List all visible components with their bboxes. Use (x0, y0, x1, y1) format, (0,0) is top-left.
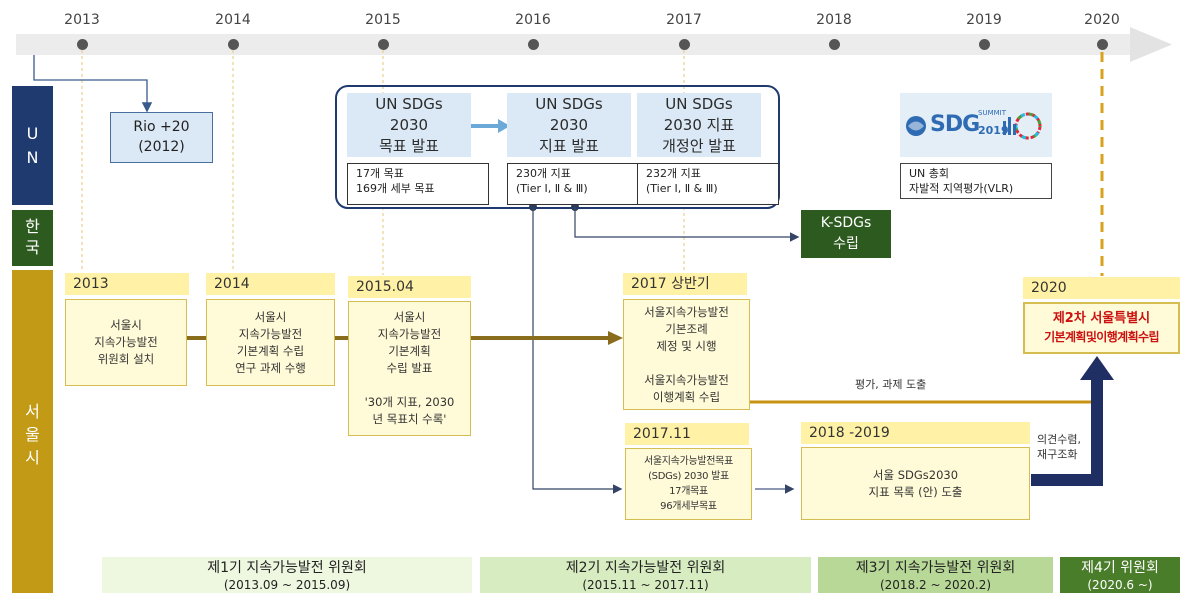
sdg-summit-logo: SDG SUMMIT 2019 (900, 93, 1052, 157)
rio-year: (2012) (138, 139, 185, 155)
sdg-block-title: UN SDGs (375, 94, 443, 113)
phase-title: 제1기 지속가능발전 위원회 (207, 560, 367, 576)
year-guides (81, 50, 685, 275)
seoul-2014-badge: 2014 (206, 273, 335, 295)
sidebar-seoul-label: 서 울 시 (25, 402, 40, 468)
seoul-2013-box: 서울시 지속가능발전 위원회 설치 (65, 299, 187, 386)
sidebar-korea: 한 국 (12, 210, 53, 266)
seoul-2018-box: 서울 SDGs2030 지표 목록 (안) 도출 (801, 447, 1030, 520)
opinion-label: 의견수렴, 재구조화 (1037, 433, 1081, 461)
rio-connector-arrow (33, 55, 153, 113)
phase-title: 제3기 지속가능발전 위원회 (855, 560, 1016, 576)
sdg-summit-logo-year: 2019 (978, 124, 1009, 137)
sdg-summit-logo-small: SUMMIT (978, 109, 1006, 117)
seoul-2013-badge: 2013 (65, 273, 189, 295)
timeline-dot (76, 39, 88, 50)
phase-period: (2020.6 ~) (1087, 578, 1153, 592)
sdg-block-goals-detail: 17개 목표 169개 세부 목표 (347, 163, 489, 205)
seoul-2015-badge: 2015.04 (348, 276, 471, 298)
seoul-2018-badge: 2018 -2019 (801, 422, 1030, 444)
phase-period: (2015.11 ~ 2017.11) (582, 578, 709, 592)
year-label: 2020 (1084, 12, 1120, 28)
phase-2: 제2기 지속가능발전 위원회 (2015.11 ~ 2017.11) (480, 557, 811, 593)
sdg-block-revision: UN SDGs 2030 지표 개정안 발표 (637, 93, 761, 157)
seoul-2014-box: 서울시 지속가능발전 기본계획 수립 연구 과제 수행 (206, 299, 335, 386)
un-sdg-group-frame (335, 85, 780, 209)
sdg-block-year: 2030 지표 (663, 115, 735, 134)
phase-title: 제4기 위원회 (1081, 560, 1159, 576)
sdg-block-title: UN SDGs (665, 94, 733, 113)
rio-title: Rio +20 (133, 119, 190, 135)
year-label: 2013 (64, 12, 100, 28)
seoul-2020-badge: 2020 (1023, 277, 1180, 299)
year-label: 2017 (666, 12, 702, 28)
sidebar-seoul: 서 울 시 (12, 270, 53, 593)
sdg-block-indicators-detail: 230개 지표 (Tier Ⅰ, Ⅱ & Ⅲ) (507, 163, 649, 205)
sidebar-un-label: U N (26, 123, 39, 167)
sdg-block-caption: 개정안 발표 (662, 136, 736, 155)
vlr-box: UN 총회 자발적 지역평가(VLR) (900, 163, 1052, 199)
sdg-progress-arrowhead (498, 119, 510, 133)
year-label: 2014 (215, 12, 251, 28)
ksdgs-connector-arrow (574, 207, 800, 242)
year-label: 2016 (515, 12, 551, 28)
year-label: 2019 (966, 12, 1002, 28)
sidebar-korea-label: 한 국 (25, 217, 40, 257)
timeline-dot (527, 39, 539, 50)
navy-flow-line (1031, 378, 1103, 486)
sdg-summit-logo-text: SDG (930, 112, 980, 137)
phase-4: 제4기 위원회 (2020.6 ~) (1060, 557, 1180, 593)
sdg-block-caption: 지표 발표 (539, 136, 599, 155)
sdg-block-indicators: UN SDGs 2030 지표 발표 (507, 93, 631, 157)
navy-arrowhead (1080, 356, 1114, 380)
seoul-2017h1-badge: 2017 상반기 (623, 273, 747, 295)
timeline-dot (828, 39, 840, 50)
seoul-sdgs-connector-arrow (532, 207, 623, 494)
sidebar-un: U N (12, 86, 53, 205)
phase-title: 제2기 지속가능발전 위원회 (565, 560, 726, 576)
sdg-block-year: 2030 (389, 115, 429, 134)
seoul-2020-line1: 제2차 서울특별시 (1052, 311, 1151, 326)
timeline-dot (377, 39, 389, 50)
timeline-arrowhead (1130, 27, 1172, 62)
year-label: 2015 (365, 12, 401, 28)
seoul-2017-11-box: 서울지속가능발전목표 (SDGs) 2030 발표 17개목표 96개세부목표 (625, 448, 752, 520)
evaluation-label: 평가, 과제 도출 (855, 378, 927, 391)
seoul-2020-box: 제2차 서울특별시 기본계획및이행계획수립 (1023, 302, 1180, 354)
phase-period: (2013.09 ~ 2015.09) (223, 578, 351, 592)
ksdgs-box: K-SDGs 수립 (801, 210, 891, 258)
sdg-summit-logo-graphic (906, 112, 1042, 140)
sdg-block-caption: 목표 발표 (379, 136, 439, 155)
seoul-2015-box: 서울시 지속가능발전 기본계획 수립 발표 '30개 지표, 2030 년 목표… (348, 301, 471, 436)
sdg-block-goals: UN SDGs 2030 목표 발표 (347, 93, 471, 157)
seoul-2017-11-badge: 2017.11 (625, 423, 749, 445)
rio-box: Rio +20 (2012) (110, 112, 213, 163)
year-label: 2018 (816, 12, 852, 28)
timeline-dot (978, 39, 990, 50)
sdg-block-year: 2030 (549, 115, 589, 134)
phase-period: (2018.2 ~ 2020.2) (879, 578, 992, 592)
sdg-block-revision-detail: 232개 지표 (Tier Ⅰ, Ⅱ & Ⅲ) (637, 163, 779, 205)
timeline-dot (1096, 39, 1108, 50)
sdg-block-title: UN SDGs (535, 94, 603, 113)
phase-1: 제1기 지속가능발전 위원회 (2013.09 ~ 2015.09) (102, 557, 472, 593)
seoul-2020-line2: 기본계획및이행계획수립 (1044, 330, 1159, 344)
phase-3: 제3기 지속가능발전 위원회 (2018.2 ~ 2020.2) (818, 557, 1053, 593)
timeline-dot (227, 39, 239, 50)
flow-arrowhead (608, 331, 623, 345)
seoul-2017h1-box: 서울지속가능발전 기본조례 제정 및 시행 서울지속가능발전 이행계획 수립 (623, 299, 750, 410)
timeline-dot (678, 39, 690, 50)
timeline-band (16, 34, 1136, 55)
